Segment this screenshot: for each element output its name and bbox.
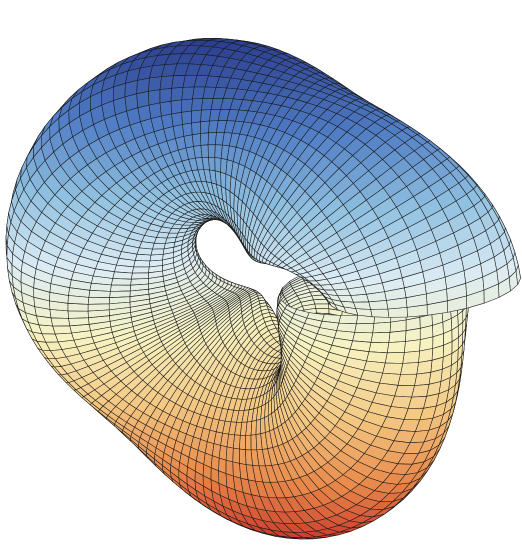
surface-mesh-facet <box>110 284 131 292</box>
surface-mesh-facet <box>384 352 405 364</box>
surface-mesh-facet <box>368 342 390 354</box>
surface-mesh-facet <box>148 76 162 92</box>
surface-mesh-facet <box>370 308 390 318</box>
surface-mesh-facet <box>402 350 420 364</box>
surface-mesh-facet <box>67 310 89 319</box>
surface-mesh-facet <box>67 303 89 312</box>
surface-mesh-facet <box>239 448 247 465</box>
surface-mesh-facet <box>220 171 227 189</box>
surface-mesh-facet <box>171 112 183 127</box>
surface-mesh-facet <box>233 434 241 450</box>
surface-mesh-facet <box>416 360 433 375</box>
surface-mesh-facet <box>87 309 110 318</box>
surface-mesh-facet <box>148 102 162 119</box>
surface-mesh-facet <box>200 144 209 158</box>
surface-mesh-facet <box>250 420 257 436</box>
surface-mesh-facet <box>52 325 72 335</box>
surface-mesh-facet <box>68 317 90 327</box>
surface-mesh-facet <box>131 272 149 280</box>
surface-mesh-facet <box>255 418 261 435</box>
surface-mesh-facet <box>214 157 222 173</box>
surface-mesh-facet <box>382 362 403 375</box>
surface-mesh-facet <box>372 321 391 334</box>
surface-mesh-facet <box>112 271 133 280</box>
surface-mesh-facet <box>161 113 174 130</box>
surface-mesh-facet <box>148 89 161 106</box>
surface-mesh-facet <box>54 332 75 343</box>
surface-mesh-facet <box>313 298 329 305</box>
surface-mesh-facet <box>208 156 216 172</box>
surface-mesh-facet <box>338 314 359 325</box>
surface-mesh-facet <box>152 242 166 250</box>
surface-mesh-facet <box>388 330 407 343</box>
surface-mesh-facet <box>191 133 202 147</box>
surface-mesh-facet <box>191 121 201 136</box>
surface-mesh-facet <box>170 99 183 115</box>
surface-mesh-facet <box>181 98 193 113</box>
surface-mesh-facet <box>334 380 358 397</box>
surface-mesh-facet <box>191 109 202 124</box>
surface-mesh-facet <box>170 87 184 102</box>
surface-mesh-facet <box>341 229 365 249</box>
surface-mesh-facet <box>370 332 391 343</box>
surface-mesh-facet <box>88 290 111 298</box>
surface-mesh-facet <box>218 457 227 474</box>
surface-mesh-facet <box>239 435 246 450</box>
surface-mesh-facet <box>159 88 172 104</box>
surface-mesh-facet <box>182 122 193 137</box>
surface-mesh-facet <box>159 100 172 117</box>
surface-mesh-facet <box>134 253 152 262</box>
surface-mesh-facet <box>405 328 421 342</box>
surface-mesh-facet <box>218 445 228 461</box>
surface-mesh-facet <box>400 362 419 375</box>
surface-mesh-facet <box>225 459 234 477</box>
surface-mesh-facet <box>191 98 204 112</box>
surface-mesh-facet <box>50 317 71 327</box>
surface-mesh-facet <box>111 278 132 286</box>
surface-mesh-facet <box>314 303 330 310</box>
surface-mesh-facet <box>354 323 375 334</box>
surface-mesh-facet <box>200 132 209 146</box>
surface-mesh-facet <box>386 341 406 354</box>
surface-mesh-facet <box>181 110 192 125</box>
surface-mesh-facet <box>181 86 195 101</box>
surface-mesh-facet <box>232 447 240 464</box>
surface-mesh-facet <box>404 339 421 353</box>
surface-mesh-facet <box>225 446 234 463</box>
surface-mesh-facet <box>267 399 272 416</box>
surface-mesh-facet <box>136 247 153 256</box>
surface-mesh-facet <box>172 124 185 139</box>
surface-mesh-facet <box>200 120 210 134</box>
surface-mesh-facet <box>397 373 418 386</box>
surface-mesh-facet <box>207 144 216 158</box>
surface-mesh-facet <box>133 260 151 268</box>
surface-mesh-facet <box>389 319 407 333</box>
surface-mesh-facet <box>150 248 165 256</box>
surface-mesh-facet <box>245 434 252 451</box>
surface-mesh-facet <box>353 301 371 310</box>
surface-mesh-facet <box>132 266 150 274</box>
surface-mesh-facet <box>87 297 110 305</box>
